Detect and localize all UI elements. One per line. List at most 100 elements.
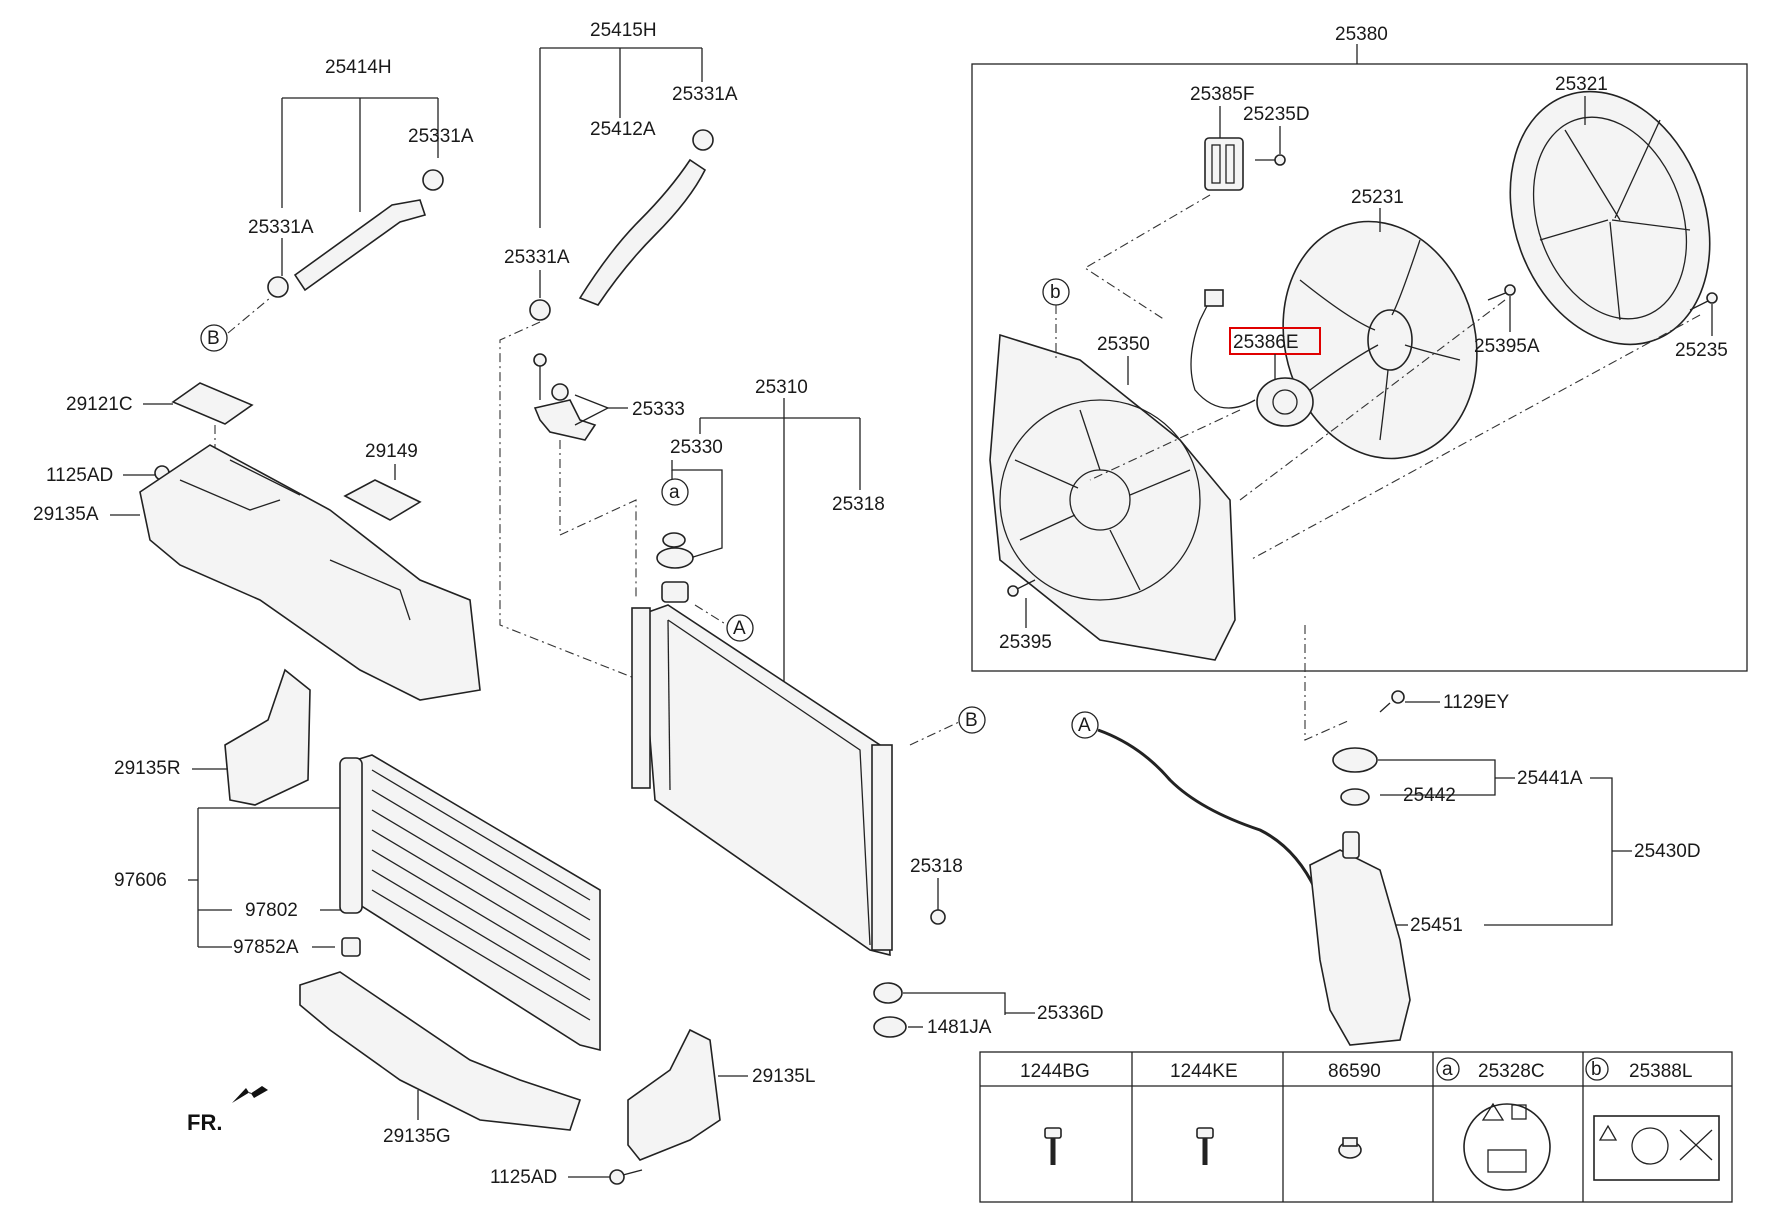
legend-1244ke: 1244KE — [1170, 1061, 1238, 1082]
label-25451[interactable]: 25451 — [1410, 915, 1463, 936]
front-direction-arrow-icon — [232, 1086, 268, 1103]
fan-motor-25386e[interactable] — [1190, 289, 1314, 427]
legend-ref-a-circle — [1436, 1057, 1460, 1081]
label-25336d[interactable]: 25336D — [1037, 1003, 1104, 1024]
fan-blade-25231[interactable] — [1257, 200, 1503, 481]
bolt-25235d[interactable] — [1255, 154, 1286, 166]
upper-hose-25412a[interactable] — [578, 158, 707, 306]
label-1129ey[interactable]: 1129EY — [1443, 692, 1510, 713]
ref-b-right-circle — [958, 706, 986, 734]
label-25310[interactable]: 25310 — [755, 377, 808, 398]
seal-25330[interactable] — [662, 532, 686, 548]
cap-25441a[interactable] — [1332, 747, 1378, 773]
label-29135a[interactable]: 29135A — [33, 504, 99, 525]
label-29135l[interactable]: 29135L — [752, 1066, 815, 1087]
drier-cap-97852a[interactable] — [341, 937, 361, 957]
ref-A-right-letter: A — [733, 618, 746, 639]
label-25386e[interactable]: 25386E — [1233, 332, 1299, 353]
label-25380[interactable]: 25380 — [1335, 24, 1388, 45]
label-25415h[interactable]: 25415H — [590, 20, 657, 41]
warning-label-25328c-icon — [1463, 1102, 1551, 1191]
seal-25442[interactable] — [1340, 788, 1370, 806]
ref-A-tank-circle — [1071, 711, 1099, 739]
drain-plug-25318[interactable] — [930, 909, 946, 925]
ref-b-upper-circle — [200, 324, 228, 352]
label-25385f[interactable]: 25385F — [1190, 84, 1254, 105]
plate-29149[interactable] — [343, 479, 422, 521]
ref-A-right-circle — [726, 614, 754, 642]
bolt-1244ke-icon — [1196, 1127, 1214, 1165]
label-25430d[interactable]: 25430D — [1634, 841, 1701, 862]
label-97802[interactable]: 97802 — [245, 900, 298, 921]
bolt-1244bg-icon — [1044, 1127, 1062, 1165]
label-25231[interactable]: 25231 — [1351, 187, 1404, 208]
radiator-fan-frame-25350[interactable] — [989, 333, 1236, 661]
label-25331a-left1[interactable]: 25331A — [408, 126, 474, 147]
plate-29121c[interactable] — [171, 382, 254, 425]
ref-b-right-letter: B — [965, 710, 978, 731]
label-29121c[interactable]: 29121C — [66, 394, 133, 415]
label-25333[interactable]: 25333 — [632, 399, 685, 420]
label-25318-top[interactable]: 25318 — [832, 494, 885, 515]
legend-25328c: 25328C — [1478, 1061, 1545, 1082]
label-25414h[interactable]: 25414H — [325, 57, 392, 78]
label-25321[interactable]: 25321 — [1555, 74, 1608, 95]
label-25331a-top[interactable]: 25331A — [672, 84, 738, 105]
lower-deflector-29135g[interactable] — [299, 971, 582, 1131]
front-label: FR. — [187, 1110, 222, 1135]
clamp-25331a-mid[interactable] — [529, 299, 551, 321]
label-1125ad-bot[interactable]: 1125AD — [490, 1167, 557, 1188]
label-25442[interactable]: 25442 — [1403, 785, 1456, 806]
label-25395a[interactable]: 25395A — [1474, 336, 1540, 357]
label-25330[interactable]: 25330 — [670, 437, 723, 458]
radiator-25310[interactable] — [631, 604, 893, 957]
label-29149[interactable]: 29149 — [365, 441, 418, 462]
clamp-25331a-left1[interactable] — [422, 169, 444, 191]
label-29135g[interactable]: 29135G — [383, 1126, 451, 1147]
bushing-1481ja[interactable] — [873, 1016, 907, 1038]
bolt-1125ad-bot[interactable] — [609, 1169, 643, 1185]
ref-a-circle — [661, 478, 689, 506]
filler-neck[interactable] — [661, 581, 689, 603]
fan-assembly-box — [971, 63, 1748, 672]
label-25331a-mid[interactable]: 25331A — [504, 247, 570, 268]
label-25412a[interactable]: 25412A — [590, 119, 656, 140]
label-1481ja[interactable]: 1481JA — [927, 1017, 992, 1038]
condenser-97606[interactable] — [339, 754, 601, 1052]
label-25318-low[interactable]: 25318 — [910, 856, 963, 877]
bolt-1129ey[interactable] — [1379, 690, 1405, 713]
label-1125ad-top[interactable]: 1125AD — [46, 465, 113, 486]
lower-hose-25414h[interactable] — [293, 199, 427, 292]
label-97852a[interactable]: 97852A — [233, 937, 299, 958]
reservoir-tank-25451[interactable] — [1309, 831, 1411, 1046]
legend-ref-b-letter: b — [1591, 1059, 1602, 1080]
label-25350[interactable]: 25350 — [1097, 334, 1150, 355]
label-25441a[interactable]: 25441A — [1517, 768, 1583, 789]
clamp-25331a-top[interactable] — [692, 129, 714, 151]
label-97606[interactable]: 97606 — [114, 870, 167, 891]
clip-86590-icon — [1338, 1137, 1362, 1159]
label-25331a-left2[interactable]: 25331A — [248, 217, 314, 238]
air-guard-29135r[interactable] — [224, 668, 311, 806]
mount-25336d[interactable] — [873, 982, 903, 1004]
ref-b-letter: b — [1050, 282, 1061, 303]
warning-label-25388l-icon — [1593, 1115, 1720, 1181]
connector-25385f[interactable] — [1204, 137, 1244, 191]
clamp-25331a-left2[interactable] — [267, 276, 289, 298]
label-25235[interactable]: 25235 — [1675, 340, 1728, 361]
air-guard-29135l[interactable] — [627, 1028, 721, 1161]
fan-shroud-25321[interactable] — [1476, 63, 1743, 372]
legend-25388l: 25388L — [1629, 1061, 1692, 1082]
bolt-25395[interactable] — [1007, 579, 1036, 597]
label-25235d[interactable]: 25235D — [1243, 104, 1310, 125]
label-29135r[interactable]: 29135R — [114, 758, 181, 779]
air-guard-29135a[interactable] — [139, 444, 481, 701]
bolt-25395a[interactable] — [1487, 284, 1516, 301]
cap-25330[interactable] — [656, 547, 694, 569]
ref-b-upper-letter: B — [207, 328, 220, 349]
bracket-25333[interactable] — [533, 353, 597, 441]
legend-1244bg: 1244BG — [1020, 1061, 1090, 1082]
bolt-25235[interactable] — [1689, 292, 1718, 311]
label-25395[interactable]: 25395 — [999, 632, 1052, 653]
